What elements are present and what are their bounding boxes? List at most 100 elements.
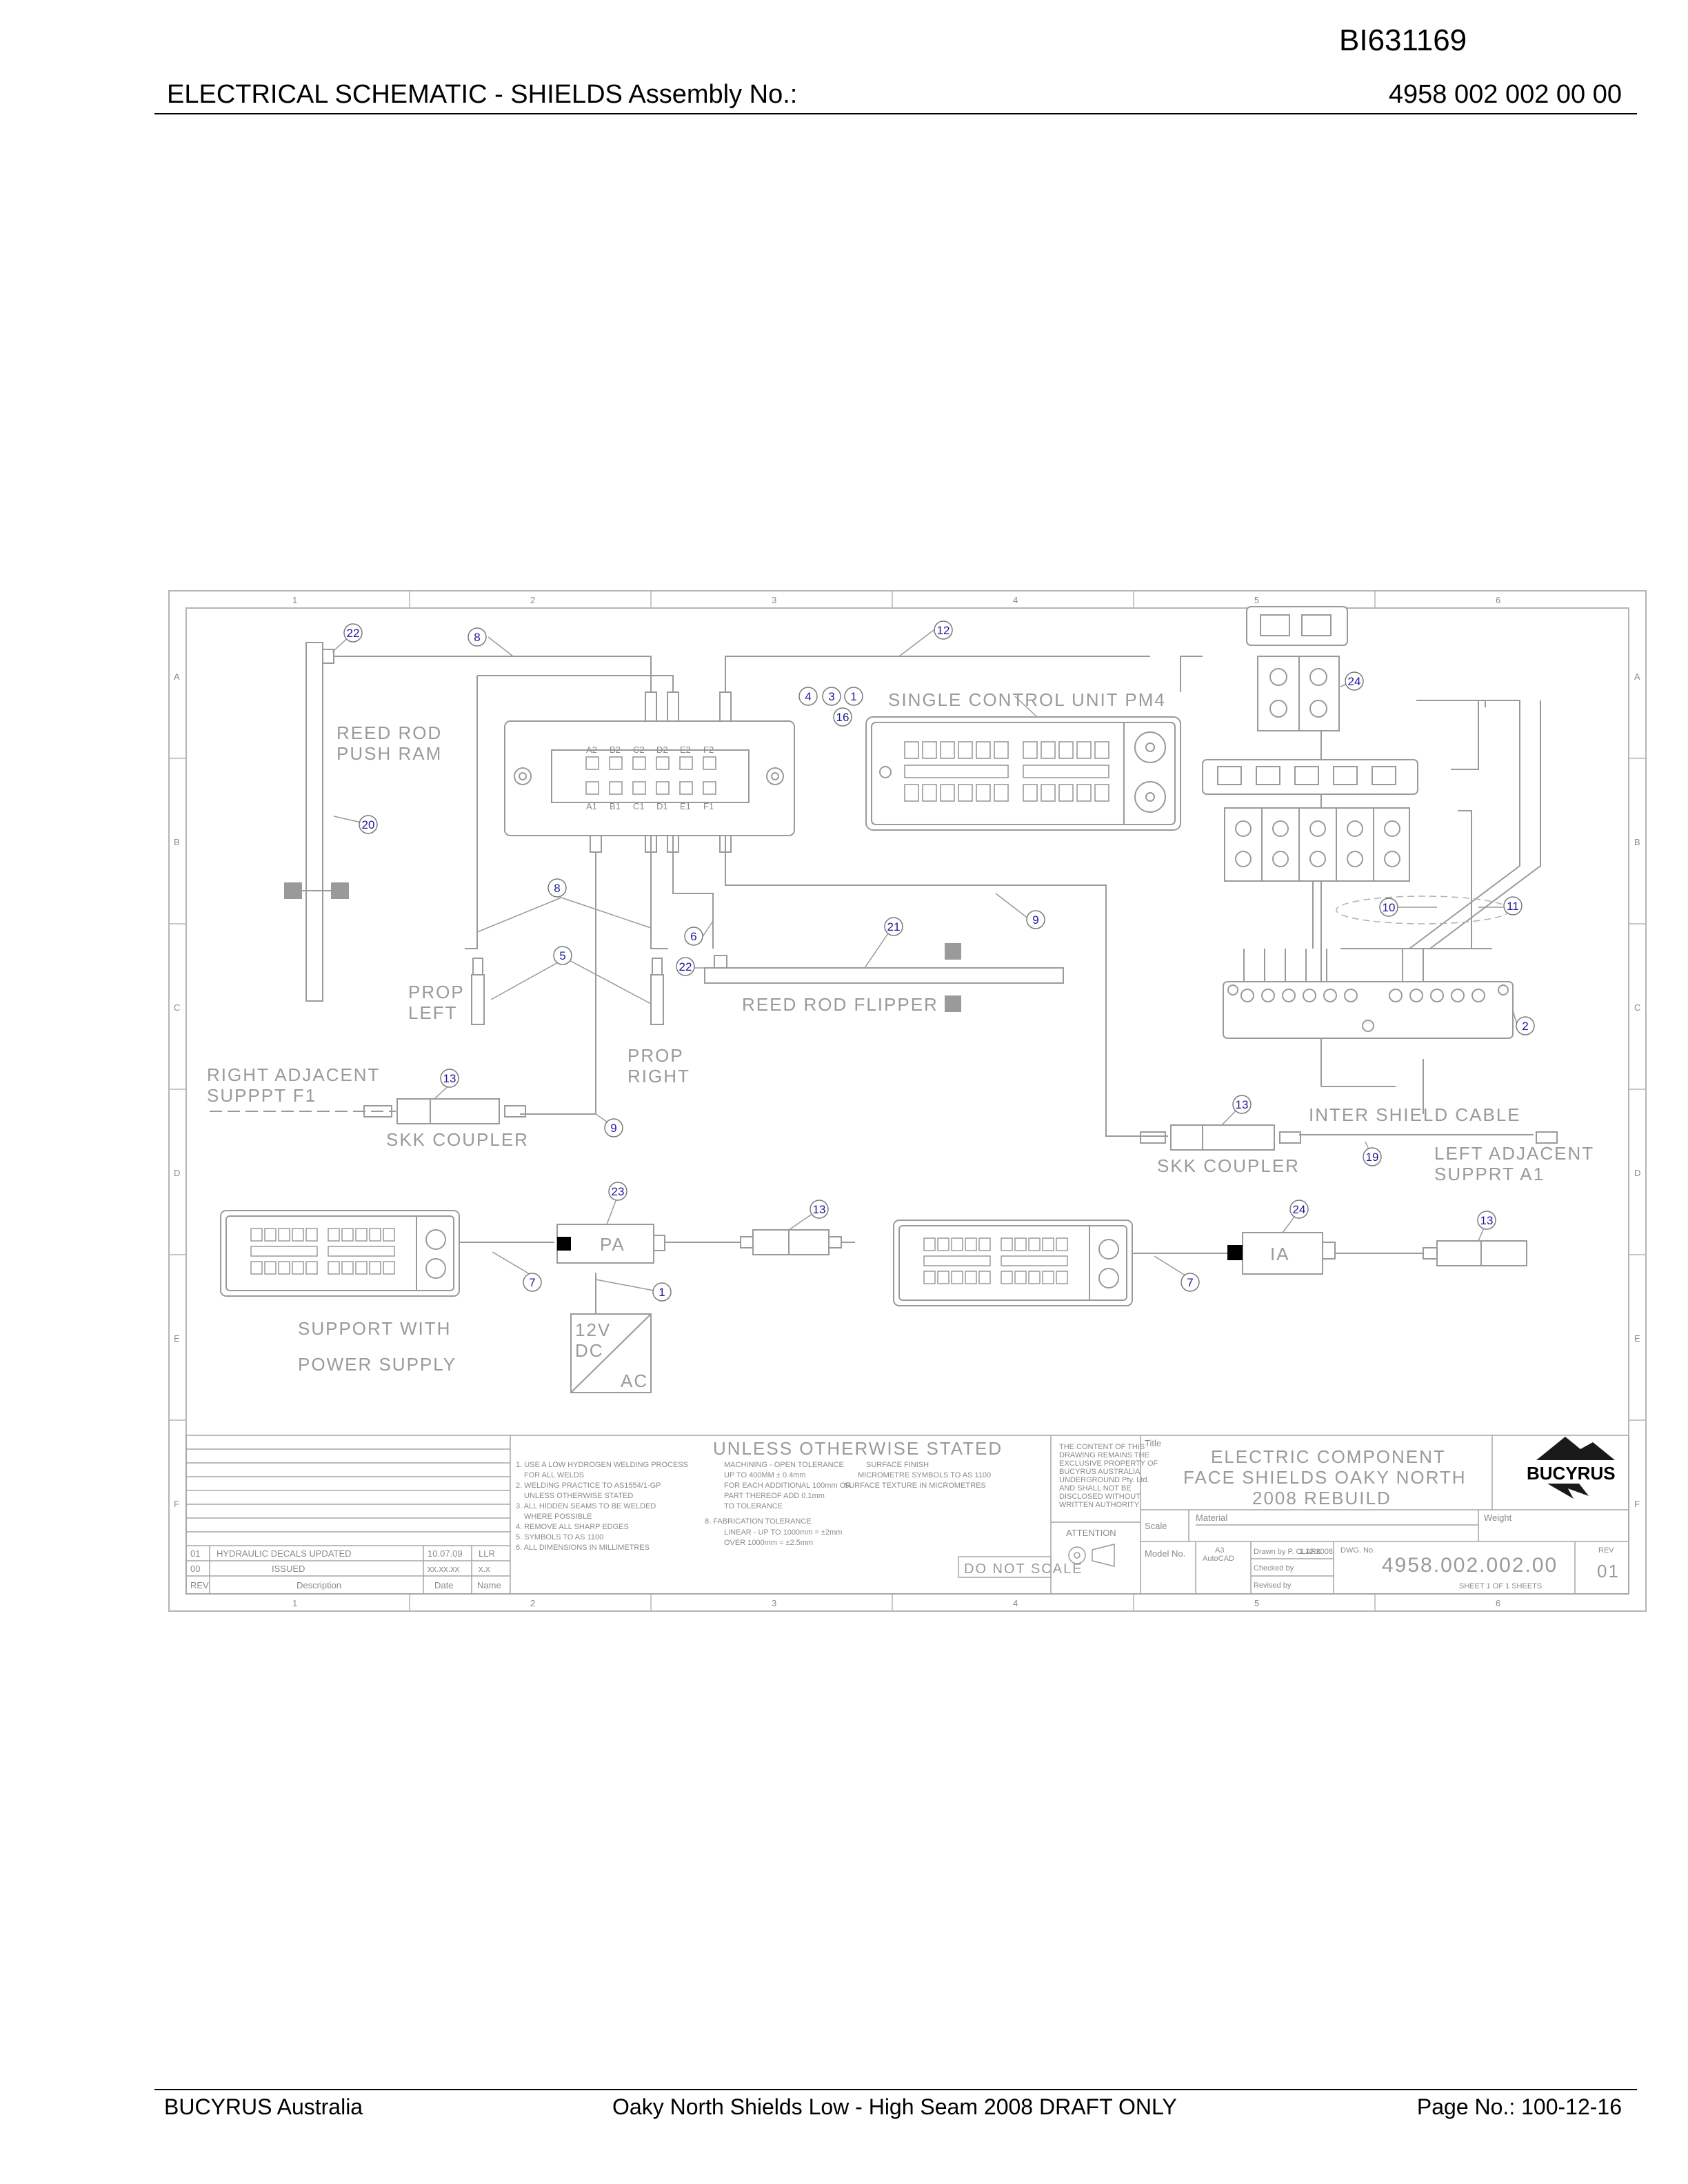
pa-amplifier [556,1224,665,1264]
balloon-9: 9 [1032,913,1038,927]
revision-header-rev: REV [190,1580,209,1590]
weight-label: Weight [1484,1513,1512,1523]
label-reed-rod-1: REED ROD [336,722,442,743]
label-reed-rod-2: PUSH RAM [336,743,442,764]
general-notes: 1. USE A LOW HYDROGEN WELDING PROCESS FO… [516,1461,688,1552]
border-col-6-bottom: 6 [1496,1598,1500,1608]
border-column-labels: 1 2 3 4 5 6 1 2 3 4 5 6 [292,595,1500,1608]
label-left-adjacent-1: LEFT ADJACENT [1434,1143,1594,1164]
power-supply [570,1313,652,1393]
balloon-2: 2 [1522,1020,1528,1033]
border-row-f: F [174,1499,179,1509]
note-4: 4. REMOVE ALL SHARP EDGES [516,1523,629,1531]
single-control-unit [865,716,1181,831]
attention-icon [1068,1544,1115,1567]
border-row-labels: A B C D E F A B C D E F [174,671,1640,1509]
tol-note-5: TO TOLERANCE [724,1502,783,1510]
model-no-label: Model No. [1145,1548,1185,1559]
label-ia: IA [1270,1244,1290,1264]
border-row-d: D [174,1168,180,1178]
title-line-3: 2008 REBUILD [1252,1488,1391,1508]
item-balloons [343,620,1535,1302]
revision-header-name: Name [477,1580,501,1590]
pa-input-terminal [557,1237,571,1251]
revision-name-01: LLR [479,1548,495,1559]
junction-label-c2: C2 [633,745,645,755]
revision-name-00: x.x [479,1564,490,1574]
balloon-8: 8 [474,631,480,644]
border-col-1: 1 [292,595,297,605]
balloon-9b: 9 [610,1122,616,1135]
border-col-3-bottom: 3 [772,1598,776,1608]
revision-date-01: 10.07.09 [428,1548,463,1559]
revision-header-date: Date [434,1580,453,1590]
junction-bottom-labels: A1 B1 C1 D1 E1 F1 [586,801,714,811]
junction-label-f2: F2 [703,745,714,755]
border-row-b-right: B [1634,837,1640,847]
cad-software: AutoCAD [1203,1555,1234,1563]
tol-note-6: 8. FABRICATION TOLERANCE [705,1517,812,1526]
distribution-block [1223,949,1514,1039]
junction-label-d1: D1 [656,801,668,811]
label-right-adjacent-1: RIGHT ADJACENT [207,1064,380,1085]
copyright-7: DISCLOSED WITHOUT [1059,1493,1141,1501]
surface-notes: SURFACE FINISH MICROMETRE SYMBOLS TO AS … [844,1461,991,1490]
label-reed-rod-flipper: REED ROD FLIPPER [742,994,938,1015]
balloon-6: 6 [690,930,696,943]
balloon-11: 11 [1507,900,1519,913]
border-row-e-right: E [1634,1333,1640,1344]
border-row-a-right: A [1634,671,1640,682]
border-row-e: E [174,1333,180,1344]
balloon-1b: 1 [659,1286,665,1299]
balloon-13b: 13 [1236,1098,1249,1111]
balloon-13c: 13 [813,1203,826,1216]
copyright-3: EXCLUSIVE PROPERTY OF [1059,1459,1158,1468]
tol-note-4: PART THEREOF ADD 0.1mm [724,1492,825,1500]
label-dc: DC [575,1340,604,1361]
unless-otherwise-stated: UNLESS OTHERWISE STATED [713,1438,1003,1459]
tol-note-1: MACHINING - OPEN TOLERANCE [724,1461,844,1469]
page-title: ELECTRICAL SCHEMATIC - SHIELDS Assembly … [167,80,798,109]
title-line-1: ELECTRIC COMPONENT [1211,1446,1446,1467]
wiring [210,656,1541,1314]
balloon-13d: 13 [1480,1214,1494,1227]
balloon-22: 22 [347,627,360,640]
tol-note-8: OVER 1000mm = ±2.5mm [724,1539,813,1547]
skk-couplers [363,1098,1558,1151]
sheet-size: A3 [1215,1546,1224,1555]
border-col-5: 5 [1254,595,1259,605]
checked-by: Checked by [1254,1564,1294,1573]
revised-by: Revised by [1254,1581,1292,1590]
balloon-20: 20 [362,818,375,831]
surface-note-2: MICROMETRE SYMBOLS TO AS 1100 [858,1471,991,1479]
label-skk-coupler-right: SKK COUPLER [1157,1155,1300,1176]
balloon-24b: 24 [1293,1203,1306,1216]
balloon-7: 7 [529,1276,535,1289]
revision-rev-00: 00 [190,1564,200,1574]
label-pa: PA [600,1234,625,1255]
label-prop-right-1: PROP [627,1045,684,1066]
border-row-b: B [174,837,180,847]
footer-company: BUCYRUS Australia [164,2094,363,2119]
border-col-3: 3 [772,595,776,605]
balloon-10: 10 [1383,901,1396,914]
junction-label-d2: D2 [656,745,668,755]
sheet-of-sheets: SHEET 1 OF 1 SHEETS [1459,1582,1542,1590]
border-col-6: 6 [1496,595,1500,605]
junction-top-labels: A2 B2 C2 D2 E2 F2 [586,745,714,755]
junction-label-e1: E1 [680,801,691,811]
tol-note-3: FOR EACH ADDITIONAL 100mm OR [724,1482,851,1490]
note-1b: FOR ALL WELDS [524,1471,584,1479]
balloon-23: 23 [612,1185,625,1198]
title-block [185,1435,1629,1595]
balloon-12: 12 [937,624,950,637]
label-support-power-2: POWER SUPPLY [298,1354,456,1375]
note-1: 1. USE A LOW HYDROGEN WELDING PROCESS [516,1461,688,1469]
footer-project: Oaky North Shields Low - High Seam 2008 … [612,2094,1177,2119]
surface-note-1: SURFACE FINISH [866,1461,929,1469]
copyright-4: BUCYRUS AUSTRALIA [1059,1468,1141,1476]
balloon-21: 21 [887,920,901,933]
tol-note-7: LINEAR - UP TO 1000mm = ±2mm [724,1528,842,1537]
balloon-22b: 22 [679,960,692,973]
border-col-2: 2 [530,595,535,605]
